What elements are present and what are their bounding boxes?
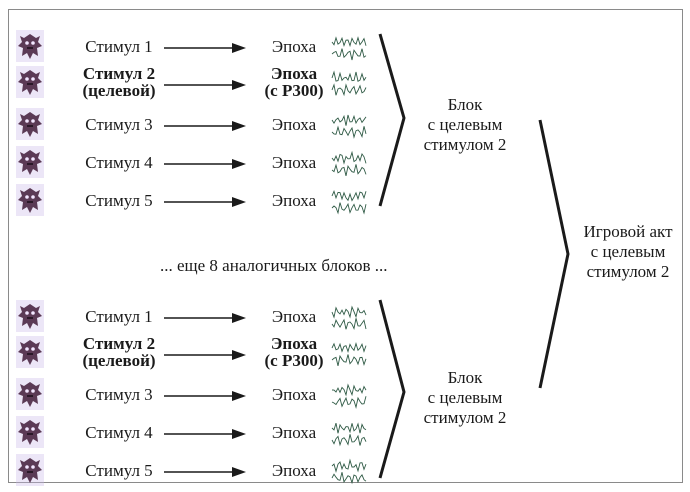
epoch-label: Эпоха	[271, 153, 317, 172]
arrow-right-icon	[164, 311, 246, 323]
stimulus-label: Стимул 5	[85, 461, 153, 480]
monster-sprite-icon	[16, 66, 44, 98]
game-act-label: Игровой акт с целевым стимулом 2	[567, 222, 689, 282]
epoch-label: Эпоха(с Р300)	[250, 335, 338, 369]
epoch-label-line: Эпоха	[270, 64, 318, 83]
game-act-label-line: стимулом 2	[586, 262, 670, 281]
stimulus-row: Стимул 4 Эпоха	[0, 416, 380, 450]
block-bracket-upper	[378, 33, 406, 207]
arrow-right-icon	[164, 41, 246, 53]
stimulus-row: Стимул 3 Эпоха	[0, 378, 380, 412]
stimulus-label: Стимул 3	[85, 385, 153, 404]
eeg-waveform-icon	[330, 456, 368, 486]
diagram-frame	[8, 9, 683, 483]
arrow-right-icon	[164, 465, 246, 477]
epoch-label: Эпоха	[271, 37, 317, 56]
stimulus-label: Стимул 2(целевой)	[60, 335, 178, 369]
epoch-label: Эпоха	[271, 423, 317, 442]
epoch-label-line: Эпоха	[270, 334, 318, 353]
stimulus-row: Стимул 1 Эпоха	[0, 300, 380, 334]
arrow-right-icon	[164, 389, 246, 401]
monster-sprite-icon	[16, 336, 44, 368]
arrow-right-icon	[164, 157, 246, 169]
stimulus-label: Стимул 1	[85, 37, 153, 56]
eeg-waveform-icon	[330, 338, 368, 368]
stimulus-label-line: Стимул 2	[82, 334, 156, 353]
epoch-label: Эпоха	[271, 461, 317, 480]
block-label-lower: Блок с целевым стимулом 2	[405, 368, 525, 428]
block-label-line: с целевым	[427, 388, 503, 407]
stimulus-row: Стимул 2(целевой) Эпоха(с Р300)	[0, 335, 380, 370]
eeg-waveform-icon	[330, 110, 368, 140]
arrow-right-icon	[164, 195, 246, 207]
monster-sprite-icon	[16, 454, 44, 486]
epoch-label: Эпоха	[271, 307, 317, 326]
monster-sprite-icon	[16, 416, 44, 448]
epoch-label-line: (с Р300)	[264, 351, 324, 370]
stimulus-label-line: (целевой)	[82, 81, 156, 100]
block-label-line: Блок	[447, 95, 483, 114]
arrow-right-icon	[164, 78, 246, 90]
epoch-label: Эпоха	[271, 191, 317, 210]
eeg-waveform-icon	[330, 302, 368, 332]
stimulus-label: Стимул 4	[85, 423, 153, 442]
middle-note: ... еще 8 аналогичных блоков ...	[160, 256, 388, 275]
stimulus-label-line: Стимул 2	[82, 64, 156, 83]
stimulus-label: Стимул 5	[85, 191, 153, 210]
arrow-right-icon	[164, 348, 246, 360]
eeg-waveform-icon	[330, 148, 368, 178]
arrow-right-icon	[164, 427, 246, 439]
monster-sprite-icon	[16, 146, 44, 178]
game-act-label-line: с целевым	[590, 242, 666, 261]
eeg-waveform-icon	[330, 186, 368, 216]
eeg-waveform-icon	[330, 418, 368, 448]
monster-sprite-icon	[16, 300, 44, 332]
block-label-line: стимулом 2	[423, 408, 507, 427]
epoch-label-line: (с Р300)	[264, 81, 324, 100]
block-label-line: Блок	[447, 368, 483, 387]
stimulus-label: Стимул 4	[85, 153, 153, 172]
block-bracket-lower	[378, 299, 406, 479]
eeg-waveform-icon	[330, 32, 368, 62]
stimulus-label-line: (целевой)	[82, 351, 156, 370]
epoch-label: Эпоха	[271, 385, 317, 404]
monster-sprite-icon	[16, 184, 44, 216]
stimulus-label: Стимул 1	[85, 307, 153, 326]
stimulus-row: Стимул 4 Эпоха	[0, 146, 380, 180]
eeg-waveform-icon	[330, 68, 368, 98]
stimulus-label: Стимул 3	[85, 115, 153, 134]
stimulus-row: Стимул 5 Эпоха	[0, 454, 380, 488]
stimulus-label: Стимул 2(целевой)	[60, 65, 178, 99]
stimulus-row: Стимул 3 Эпоха	[0, 108, 380, 142]
monster-sprite-icon	[16, 30, 44, 62]
eeg-waveform-icon	[330, 380, 368, 410]
epoch-label: Эпоха	[271, 115, 317, 134]
arrow-right-icon	[164, 119, 246, 131]
monster-sprite-icon	[16, 378, 44, 410]
monster-sprite-icon	[16, 108, 44, 140]
block-label-line: стимулом 2	[423, 135, 507, 154]
stimulus-row: Стимул 2(целевой) Эпоха(с Р300)	[0, 65, 380, 100]
epoch-label: Эпоха(с Р300)	[250, 65, 338, 99]
block-label-upper: Блок с целевым стимулом 2	[405, 95, 525, 155]
stimulus-row: Стимул 5 Эпоха	[0, 184, 380, 218]
stimulus-row: Стимул 1 Эпоха	[0, 30, 380, 64]
game-act-bracket	[538, 119, 570, 389]
game-act-label-line: Игровой акт	[583, 222, 673, 241]
block-label-line: с целевым	[427, 115, 503, 134]
